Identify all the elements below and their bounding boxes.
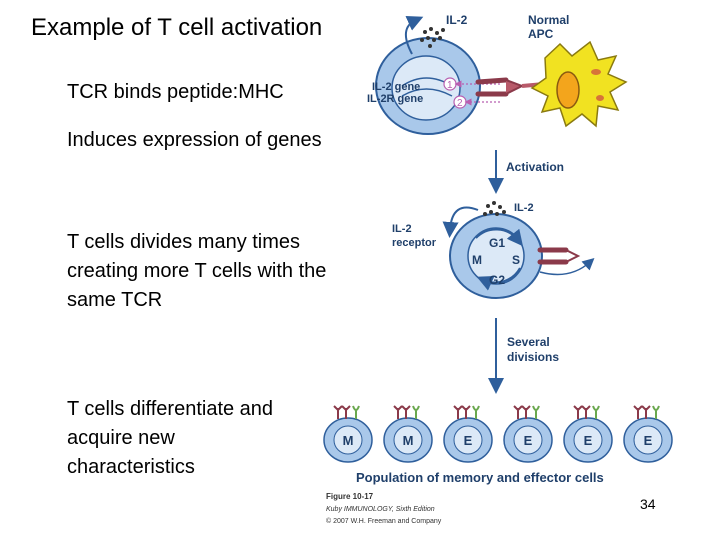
surface-receptor bbox=[401, 405, 411, 419]
svg-text:2: 2 bbox=[457, 98, 463, 109]
bullet-differentiation: T cells differentiate and acquire new ch… bbox=[67, 398, 274, 478]
il2-autocrine-arrow bbox=[405, 15, 424, 55]
il2r-gene-label: IL-2R gene bbox=[367, 93, 423, 105]
figure-credit-copyright: © 2007 W.H. Freeman and Company bbox=[326, 517, 442, 525]
surface-receptor bbox=[633, 405, 643, 419]
bullet-cell-division: T cells divides many times creating more… bbox=[67, 231, 327, 311]
il2-secretion-dots-mid bbox=[483, 201, 506, 216]
surface-receptor bbox=[652, 405, 660, 419]
population-cell-letter: M bbox=[343, 433, 354, 448]
effector-cell: E bbox=[503, 405, 553, 463]
bullet-tcr-binding: TCR binds peptide:MHC bbox=[67, 81, 284, 103]
population-cell-letter: E bbox=[584, 433, 593, 448]
normal-apc-label-line2: APC bbox=[528, 27, 554, 41]
cycle-s-label: S bbox=[512, 253, 520, 267]
surface-receptor bbox=[352, 405, 360, 419]
effector-cell: E bbox=[443, 405, 493, 463]
surface-receptor bbox=[333, 405, 343, 419]
surface-receptor bbox=[641, 405, 651, 419]
il2-receptor-arrow bbox=[442, 206, 479, 238]
cycle-g1-label: G1 bbox=[489, 236, 505, 250]
dividing-t-cell bbox=[449, 213, 543, 299]
surface-receptor bbox=[573, 405, 583, 419]
activation-label: Activation bbox=[506, 160, 564, 174]
population-cell-letter: M bbox=[403, 433, 414, 448]
il2-secretion-dots bbox=[420, 27, 445, 48]
il2-label-top: IL-2 bbox=[446, 13, 468, 27]
gene-step-1: 1 bbox=[443, 77, 457, 91]
memory-cell: M bbox=[383, 405, 433, 463]
surface-receptor bbox=[412, 405, 420, 419]
population-cell-letter: E bbox=[524, 433, 533, 448]
cycle-m-label: M bbox=[472, 253, 482, 267]
il2-gene-label: IL-2 gene bbox=[372, 81, 420, 93]
surface-receptor bbox=[393, 405, 403, 419]
surface-receptor bbox=[513, 405, 523, 419]
surface-receptor bbox=[453, 405, 463, 419]
effector-cell: E bbox=[623, 405, 673, 463]
surface-receptor bbox=[472, 405, 480, 419]
cycle-g2-label: G2 bbox=[489, 273, 505, 287]
surface-receptor bbox=[581, 405, 591, 419]
effector-cell: E bbox=[563, 405, 613, 463]
figure-credit-book: Kuby IMMUNOLOGY, Sixth Edition bbox=[326, 506, 435, 513]
surface-receptor bbox=[592, 405, 600, 419]
several-divisions-label-line2: divisions bbox=[507, 350, 559, 364]
il2-label-mid: IL-2 bbox=[514, 202, 534, 214]
svg-text:1: 1 bbox=[447, 80, 453, 91]
population-cell-letter: E bbox=[644, 433, 653, 448]
il2-receptor-label-line1: IL-2 bbox=[392, 223, 412, 235]
population-caption: Population of memory and effector cells bbox=[356, 470, 604, 485]
gene-step-2: 2 bbox=[453, 95, 467, 109]
normal-apc bbox=[530, 40, 628, 128]
tcr-receptor-mid bbox=[537, 247, 595, 276]
activated-t-cell bbox=[375, 37, 481, 135]
population-cell-letter: E bbox=[464, 433, 473, 448]
page-number: 34 bbox=[640, 496, 656, 512]
memory-cell: M bbox=[323, 405, 373, 463]
surface-receptor bbox=[461, 405, 471, 419]
il2-receptor-label-line2: receptor bbox=[392, 237, 437, 249]
figure-credit-number: Figure 10-17 bbox=[326, 492, 374, 501]
surface-receptor bbox=[532, 405, 540, 419]
surface-receptor bbox=[521, 405, 531, 419]
surface-receptor bbox=[341, 405, 351, 419]
several-divisions-label-line1: Several bbox=[507, 335, 550, 349]
slide-title: Example of T cell activation bbox=[31, 14, 323, 41]
normal-apc-label-line1: Normal bbox=[528, 13, 569, 27]
bullet-gene-expression: Induces expression of genes bbox=[67, 129, 322, 151]
